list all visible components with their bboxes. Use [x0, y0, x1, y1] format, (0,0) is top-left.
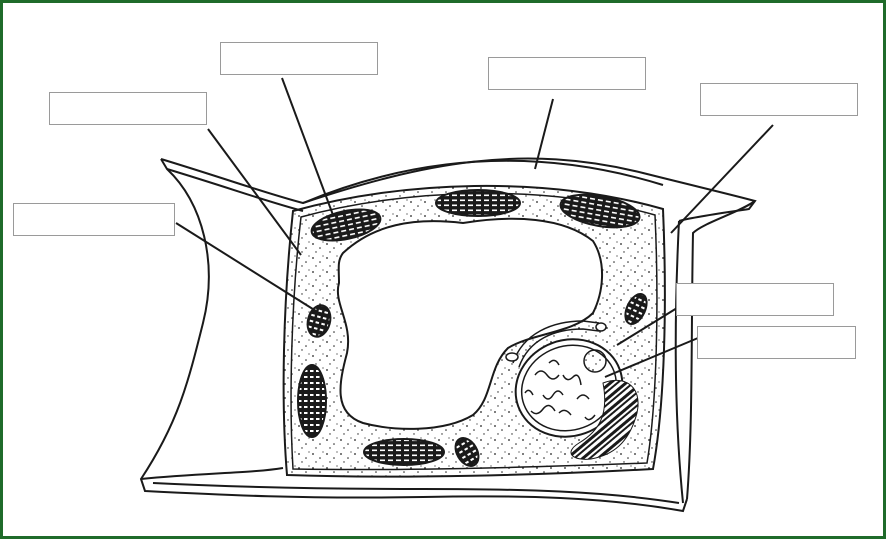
label-box-4[interactable]	[700, 83, 858, 116]
nucleolus	[584, 350, 606, 372]
label-box-2[interactable]	[488, 57, 646, 90]
chloroplast	[436, 190, 520, 216]
chloroplast	[298, 365, 326, 437]
label-box-5[interactable]	[13, 203, 175, 236]
label-box-7[interactable]	[697, 326, 856, 359]
label-box-3[interactable]	[49, 92, 207, 125]
label-box-6[interactable]	[676, 283, 834, 316]
label-box-1[interactable]	[220, 42, 378, 75]
chloroplast	[364, 439, 444, 465]
